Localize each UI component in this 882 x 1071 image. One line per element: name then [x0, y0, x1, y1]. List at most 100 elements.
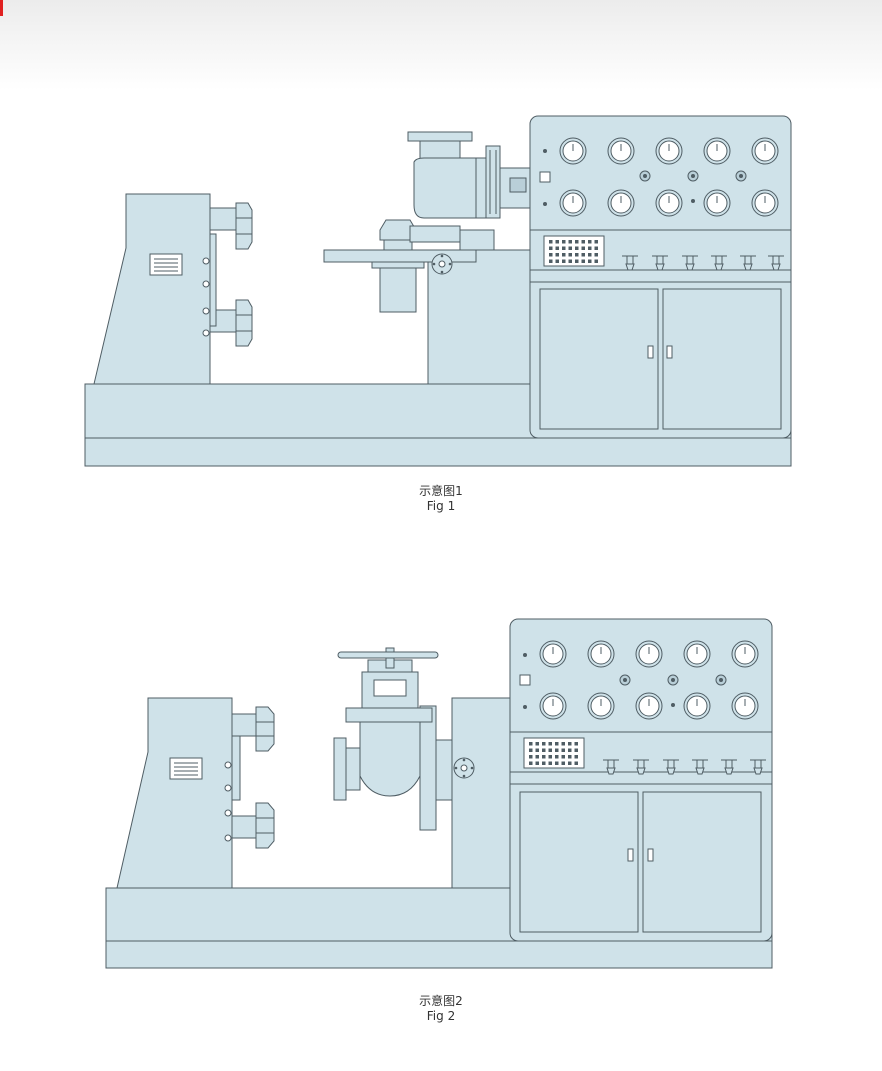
terminal-dot — [562, 253, 566, 257]
indicator-light-icon — [667, 674, 679, 686]
terminal-dot — [581, 259, 585, 263]
pressure-gauge-icon — [635, 640, 663, 668]
needle-valve-icon — [750, 759, 766, 775]
terminal-dot — [568, 240, 572, 244]
flange-icon — [431, 253, 453, 275]
pressure-gauge-icon — [731, 640, 759, 668]
figure-1-caption: 示意图1 Fig 1 — [0, 484, 882, 514]
pressure-gauge-icon — [607, 189, 635, 217]
pressure-gauge-icon — [655, 137, 683, 165]
terminal-dot — [561, 748, 565, 752]
pressure-gauge-icon — [539, 640, 567, 668]
figure-2-diagram — [105, 618, 773, 969]
pressure-gauge-icon — [683, 640, 711, 668]
needle-valve-icon — [682, 255, 698, 271]
right-pedestal — [419, 697, 511, 889]
terminal-dot — [588, 253, 592, 257]
terminal-dot — [535, 748, 539, 752]
terminal-dot — [555, 742, 559, 746]
indicator-light-group — [619, 674, 727, 686]
terminal-dot — [548, 742, 552, 746]
terminal-dot — [561, 761, 565, 765]
terminal-dot — [562, 246, 566, 250]
terminal-dot — [581, 253, 585, 257]
pressure-gauge-group — [559, 137, 779, 217]
needle-valve-icon — [768, 255, 784, 271]
terminal-dot — [549, 240, 553, 244]
terminal-dot — [581, 240, 585, 244]
needle-valve-icon — [652, 255, 668, 271]
lower-clamp-head — [235, 299, 253, 347]
indicator-light-icon — [735, 170, 747, 182]
terminal-dot — [555, 755, 559, 759]
needle-valve-group — [603, 759, 766, 775]
terminal-dot — [529, 755, 533, 759]
terminal-dot — [555, 253, 559, 257]
upper-clamp-head — [255, 706, 275, 752]
terminal-dot — [594, 246, 598, 250]
pressure-gauge-icon — [655, 189, 683, 217]
pressure-gauge-icon — [751, 137, 779, 165]
terminal-dot — [568, 748, 572, 752]
terminal-dot — [555, 748, 559, 752]
terminal-dot — [548, 755, 552, 759]
lower-clamp-head — [255, 802, 275, 849]
left-clamp-column — [116, 697, 259, 889]
pressure-gauge-group — [539, 640, 759, 720]
terminal-dot — [568, 742, 572, 746]
needle-valve-icon — [633, 759, 649, 775]
terminal-block — [549, 240, 598, 263]
terminal-dot — [555, 246, 559, 250]
terminal-dot — [555, 761, 559, 765]
left-clamp-column — [93, 193, 241, 385]
figure-2-caption-cn: 示意图2 — [419, 994, 463, 1008]
needle-valve-icon — [692, 759, 708, 775]
figure-2-caption-en: Fig 2 — [426, 1009, 456, 1023]
terminal-dot — [549, 259, 553, 263]
needle-valve-icon — [622, 255, 638, 271]
nameplate-icon — [169, 757, 203, 780]
needle-valve-icon — [603, 759, 619, 775]
pressure-gauge-icon — [703, 137, 731, 165]
indicator-light-icon — [619, 674, 631, 686]
terminal-dot — [542, 755, 546, 759]
terminal-dot — [548, 761, 552, 765]
terminal-dot — [561, 742, 565, 746]
test-valve-body — [407, 131, 531, 219]
terminal-dot — [529, 761, 533, 765]
fixture-table — [323, 219, 495, 313]
terminal-dot — [574, 742, 578, 746]
terminal-dot — [555, 240, 559, 244]
pressure-gauge-icon — [731, 692, 759, 720]
needle-valve-group — [622, 255, 784, 271]
terminal-dot — [542, 742, 546, 746]
pressure-gauge-icon — [751, 189, 779, 217]
terminal-dot — [574, 755, 578, 759]
nameplate-icon — [149, 253, 183, 276]
pressure-gauge-icon — [635, 692, 663, 720]
pressure-gauge-icon — [607, 137, 635, 165]
terminal-dot — [542, 761, 546, 765]
needle-valve-icon — [740, 255, 756, 271]
indicator-light-icon — [639, 170, 651, 182]
terminal-dot — [535, 755, 539, 759]
terminal-dot — [529, 748, 533, 752]
indicator-light-icon — [687, 170, 699, 182]
pressure-gauge-icon — [587, 692, 615, 720]
terminal-dot — [594, 253, 598, 257]
needle-valve-icon — [663, 759, 679, 775]
terminal-dot — [594, 240, 598, 244]
terminal-dot — [555, 259, 559, 263]
terminal-block — [529, 742, 578, 765]
indicator-light-icon — [715, 674, 727, 686]
terminal-dot — [542, 748, 546, 752]
terminal-dot — [574, 748, 578, 752]
corner-accent-mark — [0, 0, 3, 16]
pressure-gauge-icon — [683, 692, 711, 720]
terminal-dot — [581, 246, 585, 250]
terminal-dot — [535, 761, 539, 765]
gate-valve — [333, 647, 433, 801]
terminal-dot — [529, 742, 533, 746]
figure-1-caption-cn: 示意图1 — [419, 484, 463, 498]
terminal-dot — [561, 755, 565, 759]
